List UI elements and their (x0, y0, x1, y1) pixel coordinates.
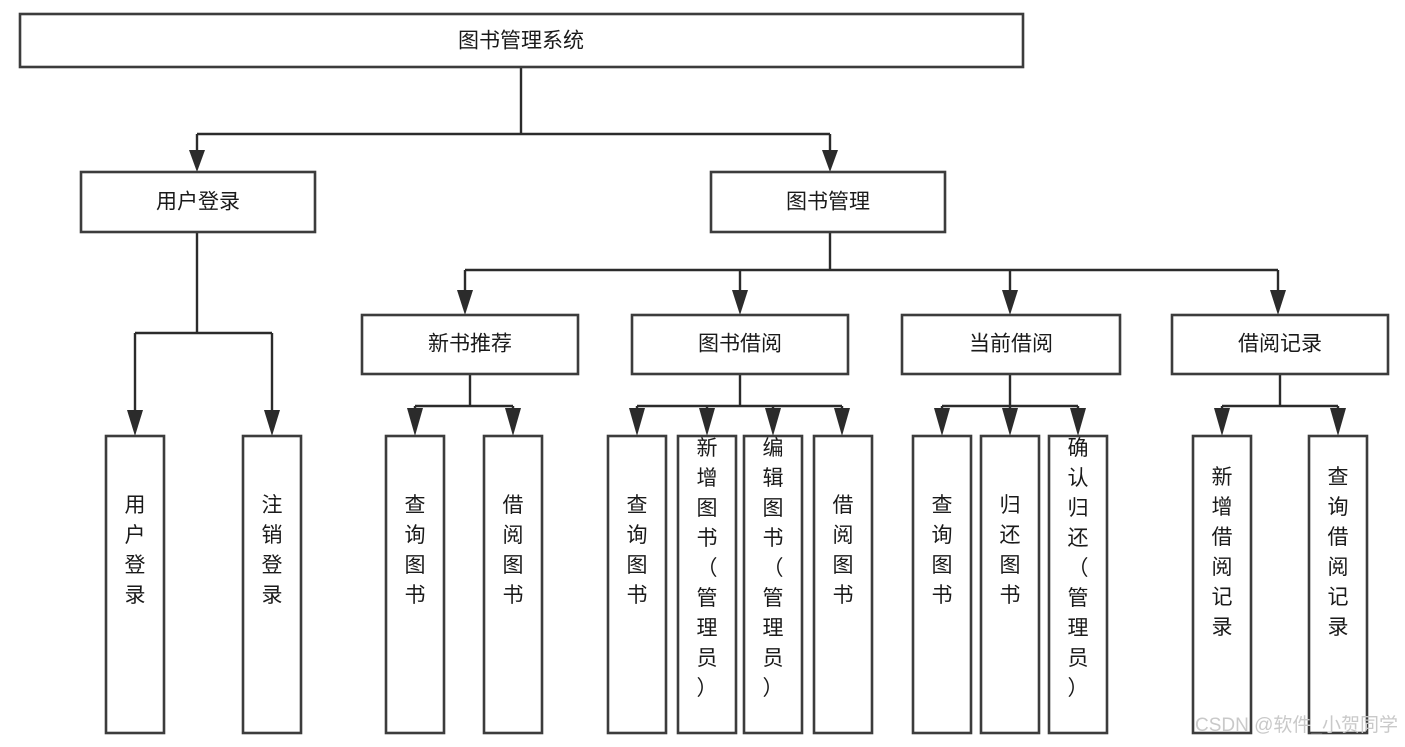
node-current-borrow[interactable]: 当前借阅 (900, 313, 1122, 376)
node-leaf-logout-box[interactable] (241, 434, 303, 735)
arrowhead-leaf-query-book-1 (407, 408, 423, 436)
arrowhead-book-borrow (732, 290, 748, 315)
arrowhead-current-borrow (1002, 290, 1018, 315)
node-leaf-query-book-3-box[interactable] (911, 434, 973, 735)
arrowhead-leaf-edit-book (765, 408, 781, 436)
node-leaf-query-record-box[interactable] (1307, 434, 1369, 735)
node-user-login-box[interactable] (79, 170, 317, 234)
arrowhead-book-mgmt (822, 150, 838, 172)
node-root-label: 图书管理系统 (458, 30, 584, 53)
node-leaf-edit-book-box[interactable] (742, 434, 804, 735)
node-leaf-query-book-3[interactable]: 查询图书 (911, 434, 973, 735)
node-book-borrow-label: 图书借阅 (698, 333, 782, 356)
arrowhead-leaf-logout (264, 410, 280, 436)
node-leaf-query-book-1[interactable]: 查询图书 (384, 434, 446, 735)
node-root[interactable]: 图书管理系统 (18, 12, 1025, 69)
node-leaf-query-book-3-label: 查询图书 (932, 494, 953, 607)
node-leaf-add-record[interactable]: 新增借阅记录 (1191, 434, 1253, 735)
node-root-box[interactable] (18, 12, 1025, 69)
node-leaf-edit-book-label: 编辑图书（管理员） (763, 437, 784, 700)
node-current-borrow-box[interactable] (900, 313, 1122, 376)
node-borrow-record-box[interactable] (1170, 313, 1390, 376)
node-leaf-borrow-book-2[interactable]: 借阅图书 (812, 434, 874, 735)
node-leaf-borrow-book-1-box[interactable] (482, 434, 544, 735)
node-leaf-user-login-box[interactable] (104, 434, 166, 735)
node-leaf-borrow-book-2-label: 借阅图书 (833, 494, 854, 607)
arrowhead-new-book-rec (457, 290, 473, 315)
arrowhead-leaf-return-book (1002, 408, 1018, 436)
node-leaf-add-record-label: 新增借阅记录 (1212, 466, 1233, 639)
arrowhead-leaf-borrow-book-2 (834, 408, 850, 436)
node-user-login[interactable]: 用户登录 (79, 170, 317, 234)
edges-layer (127, 67, 1346, 436)
node-leaf-return-book[interactable]: 归还图书 (979, 434, 1041, 735)
arrowhead-leaf-confirm-return (1070, 408, 1086, 436)
node-leaf-add-book-label: 新增图书（管理员） (697, 437, 718, 700)
node-new-book-rec-box[interactable] (360, 313, 580, 376)
node-leaf-add-record-box[interactable] (1191, 434, 1253, 735)
arrowhead-leaf-user-login (127, 410, 143, 436)
arrowhead-leaf-query-record (1330, 408, 1346, 436)
node-borrow-record-label: 借阅记录 (1238, 333, 1322, 356)
arrowhead-leaf-query-book-3 (934, 408, 950, 436)
node-leaf-borrow-book-2-box[interactable] (812, 434, 874, 735)
node-leaf-add-book-box[interactable] (676, 434, 738, 735)
node-leaf-query-book-2[interactable]: 查询图书 (606, 434, 668, 735)
node-book-mgmt[interactable]: 图书管理 (709, 170, 947, 234)
node-leaf-confirm-return[interactable]: 确认归还（管理员） (1047, 434, 1109, 735)
nodes-layer: 图书管理系统 用户登录 图书管理 新书推荐 图书借阅 (18, 12, 1390, 735)
node-book-mgmt-box[interactable] (709, 170, 947, 234)
node-leaf-logout[interactable]: 注销登录 (241, 434, 303, 735)
node-borrow-record[interactable]: 借阅记录 (1170, 313, 1390, 376)
node-new-book-rec-label: 新书推荐 (428, 333, 512, 356)
node-leaf-confirm-return-label: 确认归还（管理员） (1068, 437, 1089, 700)
arrowhead-leaf-query-book-2 (629, 408, 645, 436)
node-leaf-query-book-1-label: 查询图书 (405, 494, 426, 607)
node-leaf-user-login[interactable]: 用户登录 (104, 434, 166, 735)
watermark: CSDN @软件_小贺同学 (1195, 714, 1398, 736)
node-leaf-edit-book[interactable]: 编辑图书（管理员） (742, 434, 804, 735)
node-leaf-query-record[interactable]: 查询借阅记录 (1307, 434, 1369, 735)
node-new-book-rec[interactable]: 新书推荐 (360, 313, 580, 376)
node-current-borrow-label: 当前借阅 (969, 333, 1053, 356)
node-book-borrow[interactable]: 图书借阅 (630, 313, 850, 376)
node-leaf-query-record-label: 查询借阅记录 (1328, 466, 1349, 639)
node-leaf-logout-label: 注销登录 (262, 494, 283, 607)
arrowhead-leaf-add-record (1214, 408, 1230, 436)
arrowhead-user-login (189, 150, 205, 172)
node-leaf-borrow-book-1-label: 借阅图书 (503, 494, 524, 607)
node-leaf-query-book-1-box[interactable] (384, 434, 446, 735)
node-leaf-query-book-2-label: 查询图书 (627, 494, 648, 607)
node-leaf-user-login-label: 用户登录 (125, 494, 146, 607)
node-leaf-add-book[interactable]: 新增图书（管理员） (676, 434, 738, 735)
arrowhead-borrow-record (1270, 290, 1286, 315)
arrowhead-leaf-borrow-book-1 (505, 408, 521, 436)
node-book-mgmt-label: 图书管理 (786, 191, 870, 214)
node-leaf-return-book-box[interactable] (979, 434, 1041, 735)
node-user-login-label: 用户登录 (156, 191, 240, 214)
node-book-borrow-box[interactable] (630, 313, 850, 376)
arrowhead-leaf-add-book (699, 408, 715, 436)
node-leaf-query-book-2-box[interactable] (606, 434, 668, 735)
node-leaf-borrow-book-1[interactable]: 借阅图书 (482, 434, 544, 735)
node-leaf-confirm-return-box[interactable] (1047, 434, 1109, 735)
node-leaf-return-book-label: 归还图书 (1000, 494, 1021, 607)
